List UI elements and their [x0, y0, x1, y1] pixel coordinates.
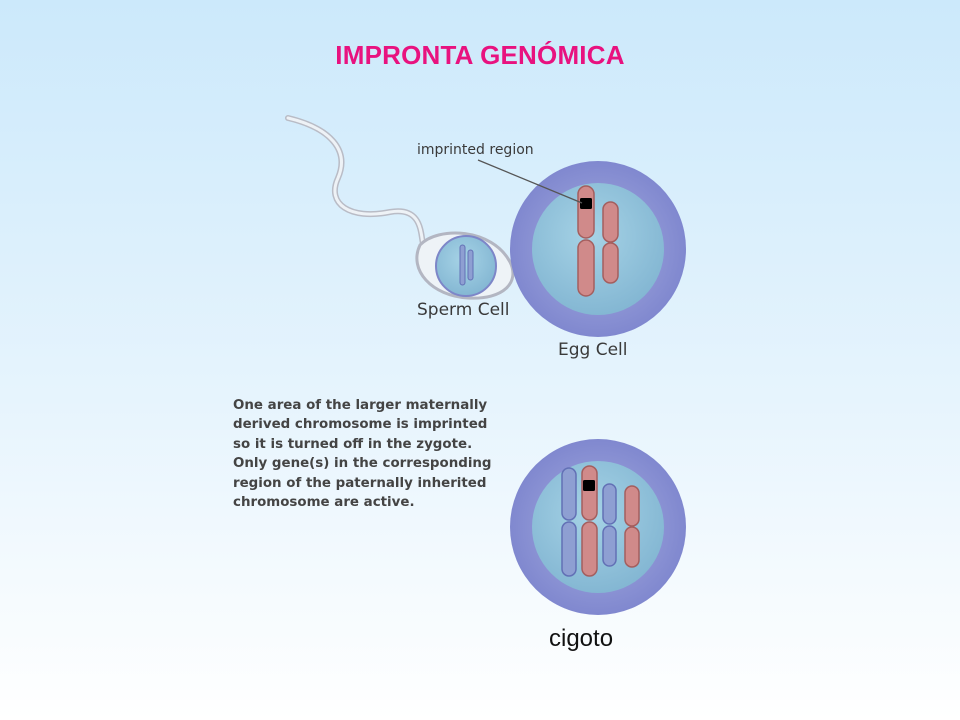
egg-chromosome-large — [577, 185, 595, 239]
egg-cell-label: Egg Cell — [558, 340, 628, 360]
zygote-paternal-small — [602, 483, 617, 525]
sperm-cell-label: Sperm Cell — [417, 300, 510, 320]
imprint-mark — [580, 198, 592, 209]
description-line: so it is turned off in the zygote. — [233, 436, 473, 452]
description-line: derived chromosome is imprinted — [233, 417, 488, 433]
zygote-label: cigoto — [549, 625, 614, 652]
zygote-maternal-small — [624, 485, 640, 527]
imprinted-region-label: imprinted region — [417, 142, 534, 158]
zygote-paternal-large — [561, 467, 577, 521]
description-line: region of the paternally inherited — [233, 475, 487, 491]
egg-nucleus — [532, 183, 664, 315]
zygote-maternal-large — [581, 465, 598, 521]
sperm-tail — [285, 115, 427, 251]
sperm-nucleus — [435, 235, 497, 297]
sperm-cell — [415, 231, 515, 300]
sperm-chromosome — [459, 244, 466, 286]
sperm-chromosome — [467, 249, 474, 281]
description-line: One area of the larger maternally — [233, 398, 488, 413]
zygote-nucleus — [532, 461, 664, 593]
description-line: Only gene(s) in the corresponding — [233, 456, 492, 472]
zygote-imprint-mark — [583, 480, 595, 491]
egg-chromosome-small — [602, 201, 619, 243]
zygote-cell — [510, 439, 686, 615]
egg-cell — [510, 161, 686, 337]
page-title: IMPRONTA GENÓMICA — [335, 40, 625, 70]
description-line: chromosome are active. — [233, 495, 415, 511]
imprinting-description: One area of the larger maternally derive… — [233, 396, 533, 512]
imprinted-region-pointer — [477, 159, 583, 204]
